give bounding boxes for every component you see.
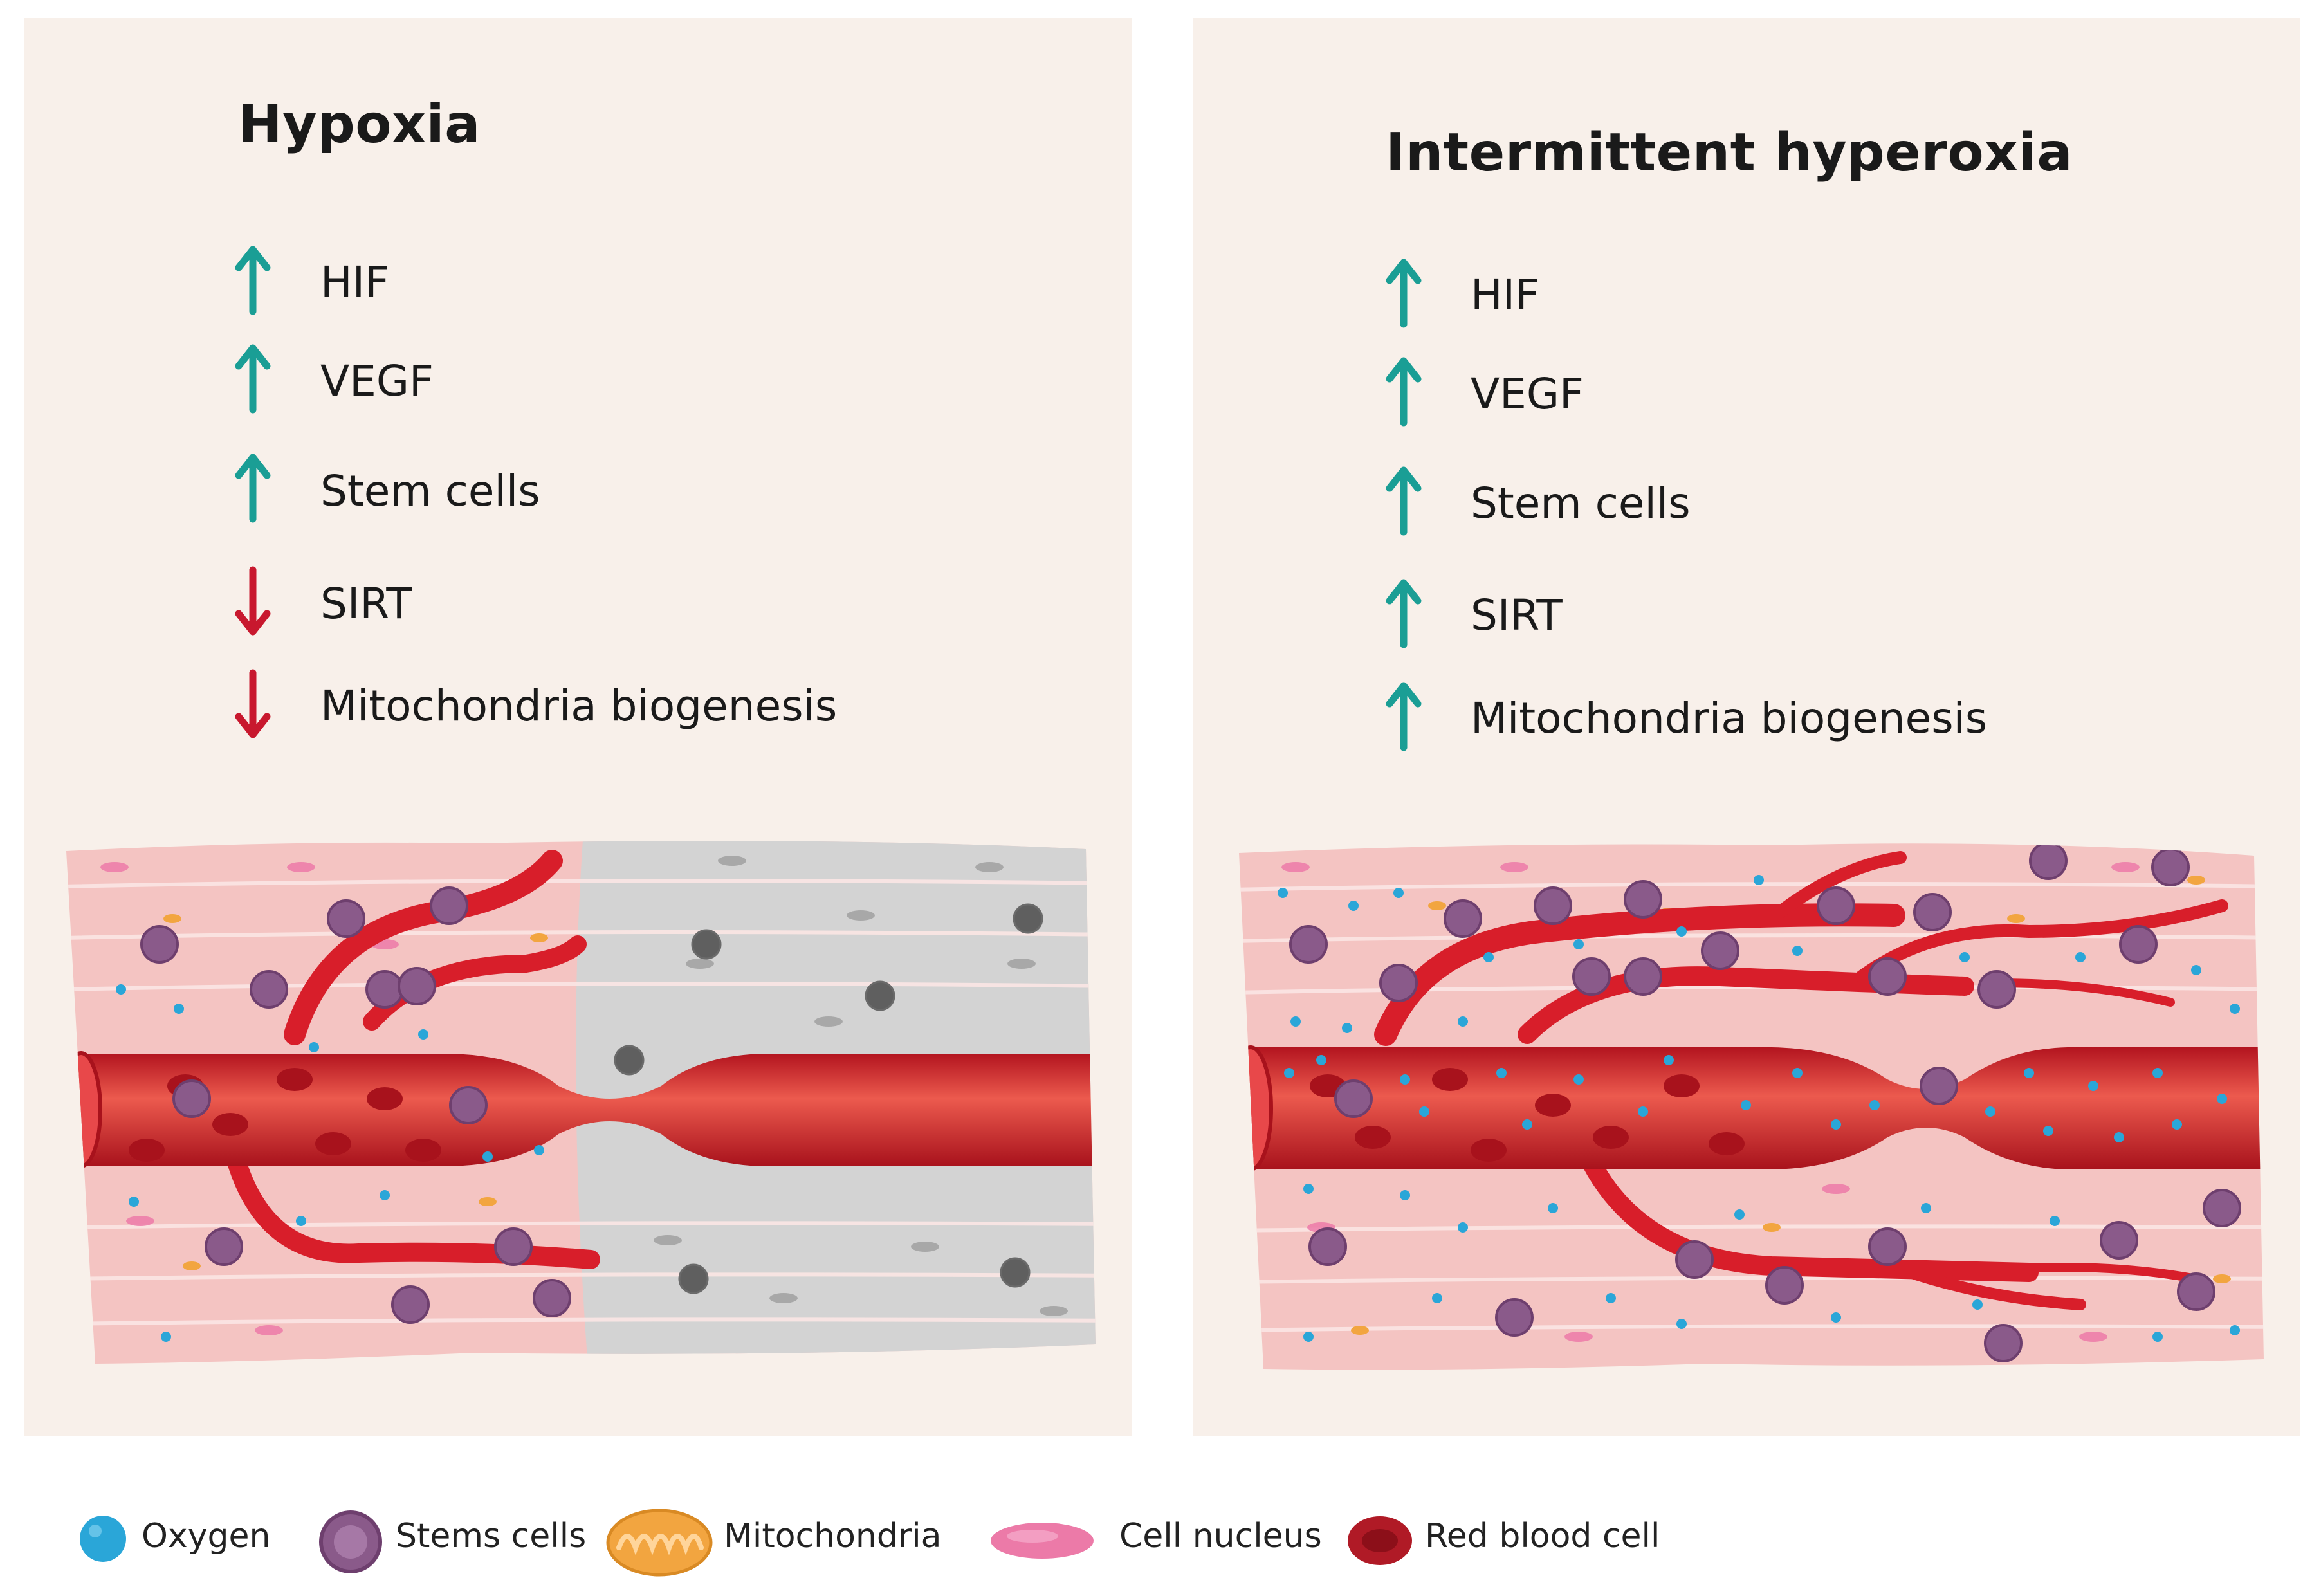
factor-label-stem-cells: Stem cells [320, 466, 540, 516]
legend-item-red-blood-cell: Red blood cell [1344, 1486, 1705, 1595]
oxygen-dot-icon [80, 1516, 126, 1562]
factor-label-sirt: SIRT [320, 579, 412, 628]
legend-label: Mitochondria [724, 1517, 942, 1555]
mitochondria-icon [606, 1509, 713, 1577]
legend: Oxygen Stems cells Mitochondria Cell nuc… [0, 1486, 2321, 1595]
hypoxia-panel: Hypoxia HIF VEGF Stem cells SIRT Mitocho… [24, 18, 1132, 1436]
legend-label: Red blood cell [1425, 1517, 1660, 1555]
hypoxia-tissue-illustration [66, 841, 1096, 1364]
panel-title: Intermittent hyperoxia [1386, 122, 2073, 183]
panel-title: Hypoxia [238, 94, 481, 155]
factor-label-mitochondria-biogenesis: Mitochondria biogenesis [320, 681, 838, 731]
factor-label-vegf: VEGF [1471, 369, 1584, 419]
legend-item-cell-nucleus: Cell nucleus [987, 1486, 1322, 1595]
legend-item-mitochondria: Mitochondria [605, 1486, 942, 1595]
factor-label-vegf: VEGF [320, 356, 434, 406]
factor-label-mitochondria-biogenesis: Mitochondria biogenesis [1471, 693, 1988, 743]
legend-item-oxygen: Oxygen [77, 1486, 270, 1595]
legend-label: Oxygen [142, 1517, 271, 1555]
legend-item-stem-cells: Stems cells [315, 1486, 586, 1595]
factor-label-stem-cells: Stem cells [1471, 479, 1691, 528]
factor-label-sirt: SIRT [1471, 591, 1563, 640]
legend-label: Stems cells [396, 1517, 587, 1555]
stem-cell-icon [319, 1510, 382, 1573]
red-blood-cell-icon [1348, 1516, 1412, 1565]
factor-label-hif: HIF [1471, 270, 1540, 320]
cell-nucleus-icon [991, 1523, 1094, 1559]
legend-label: Cell nucleus [1119, 1517, 1322, 1555]
hyperoxia-tissue-illustration [1239, 843, 2264, 1370]
factor-label-hif: HIF [320, 257, 390, 307]
intermittent-hyperoxia-panel: Intermittent hyperoxia HIF VEGF Stem cel… [1193, 18, 2300, 1436]
